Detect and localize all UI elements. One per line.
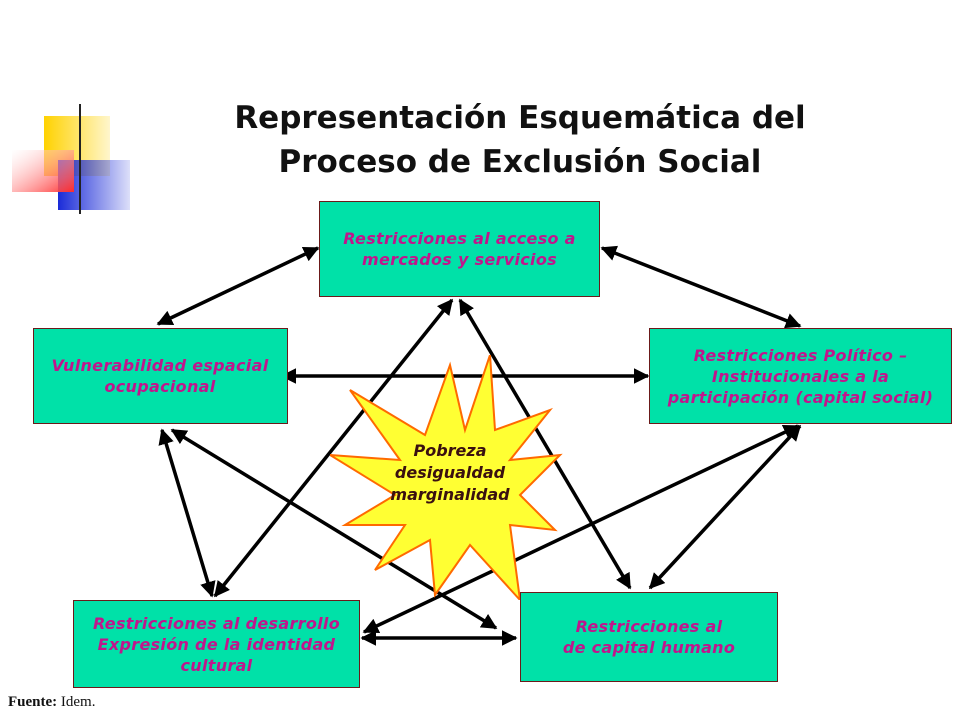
page-title: Representación Esquemática del Proceso d… (170, 96, 870, 184)
node-spatial-vulnerability: Vulnerabilidad espacial ocupacional (33, 328, 288, 424)
node-market-access-restrictions: Restricciones al acceso a mercados y ser… (319, 201, 600, 297)
node-label: Restricciones al desarrollo Expresión de… (92, 613, 340, 675)
node-label: Restricciones al acceso a mercados y ser… (343, 229, 576, 269)
arrow-top-left (156, 246, 320, 326)
arrow-left-bottomleft (158, 428, 216, 598)
decorative-squares (12, 104, 880, 214)
source-label: Fuente: (8, 694, 58, 710)
node-human-capital-restrictions: Restricciones al de capital humano (520, 592, 778, 682)
source-note: Fuente: Idem. (8, 694, 95, 711)
node-political-institutional-restrictions: Restricciones Político – Institucionales… (649, 328, 952, 424)
title-line-1: Representación Esquemática del (234, 100, 806, 136)
node-cultural-identity-restrictions: Restricciones al desarrollo Expresión de… (73, 600, 360, 688)
title-line-2: Proceso de Exclusión Social (278, 144, 762, 180)
node-label: Restricciones Político – Institucionales… (667, 345, 934, 407)
node-label: Restricciones al de capital humano (562, 617, 736, 657)
node-label: Vulnerabilidad espacial ocupacional (51, 356, 269, 396)
red-square (12, 150, 74, 192)
arrow-top-right (600, 245, 802, 329)
source-text: Idem. (60, 694, 96, 710)
center-concept-text: Pobreza desigualdad marginalidad (390, 441, 510, 504)
arrow-right-bottomright (648, 424, 802, 590)
explosion-burst-shape (330, 355, 563, 600)
